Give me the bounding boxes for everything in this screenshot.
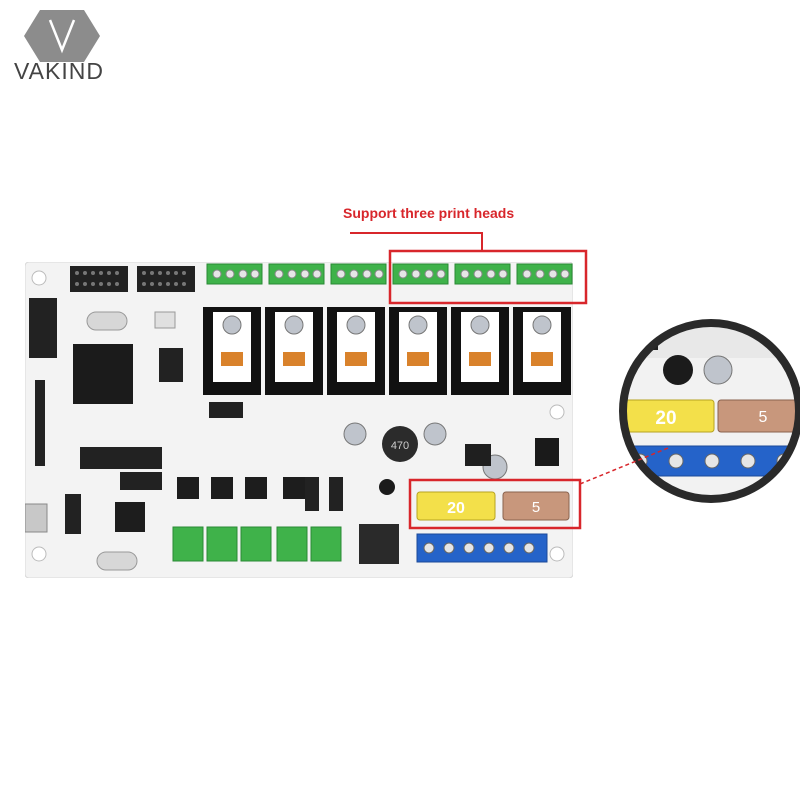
controller-board-image: 470 20 5: [25, 262, 573, 578]
vakind-logo-icon: [24, 10, 100, 62]
fuse-5-label: 5: [532, 499, 540, 516]
inductor-label: 470: [391, 440, 409, 452]
print-heads-callout-label: Support three print heads: [343, 205, 515, 221]
brand-name: VAKIND: [14, 58, 104, 84]
zoom-fuse-5-label: 5: [759, 409, 768, 426]
fuse-20-label: 20: [447, 500, 465, 517]
zoom-connector-line: [579, 447, 669, 485]
fuse-highlight-box: [408, 478, 582, 530]
callout-connector-line: [350, 232, 483, 251]
zoom-fuse-20-label: 20: [655, 408, 676, 429]
fuse-zoom-detail-image: 20 5: [619, 319, 800, 503]
print-heads-highlight-box: [388, 249, 588, 305]
